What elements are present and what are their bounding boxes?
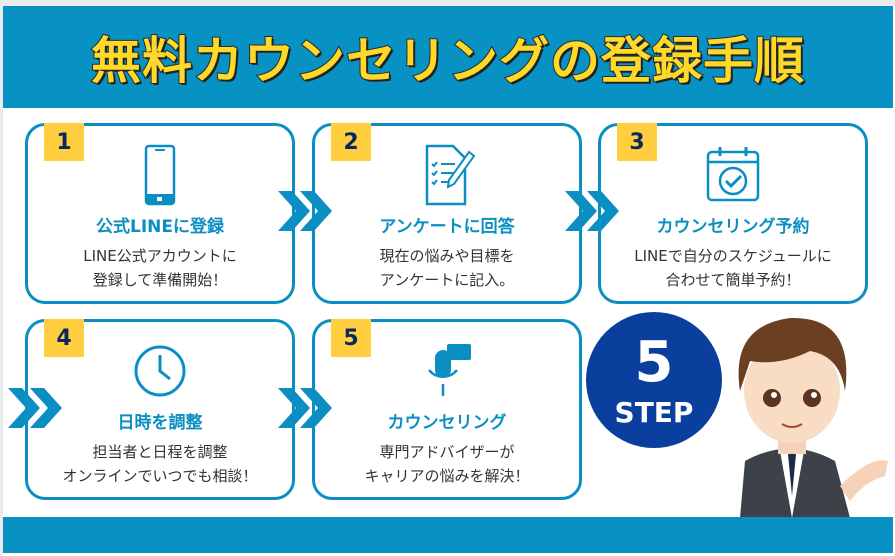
step-description: LINE公式アカウントに登録して準備開始！ bbox=[28, 244, 292, 292]
advisor-illustration bbox=[738, 317, 888, 518]
step-card-3: 3 カウンセリング予約 LINEで自分のスケジュールに合わせて簡単予約！ bbox=[598, 123, 868, 304]
desc-line: LINE公式アカウントに bbox=[83, 247, 237, 265]
desc-line: LINEで自分のスケジュールに bbox=[634, 247, 832, 265]
step-number-badge: 3 bbox=[617, 123, 657, 161]
step-title: 日時を調整 bbox=[117, 413, 203, 433]
step-title: アンケートに回答 bbox=[379, 217, 515, 237]
step-description: 専門アドバイザーがキャリアの悩みを解決！ bbox=[315, 440, 579, 488]
step-card-5: 5 カウンセリング 専門アドバイザーがキャリアの悩みを解決！ bbox=[312, 319, 582, 500]
step-number-badge: 5 bbox=[331, 319, 371, 357]
step-count: 5 bbox=[634, 330, 674, 395]
page-title: 無料カウンセリングの登録手順 bbox=[90, 31, 805, 91]
desc-line: 現在の悩みや目標を bbox=[379, 247, 515, 265]
desc-line: アンケートに記入。 bbox=[379, 271, 515, 289]
calendar-check-icon bbox=[706, 147, 760, 202]
desc-line: オンラインでいつでも相談！ bbox=[62, 467, 258, 485]
step-description: 現在の悩みや目標をアンケートに記入。 bbox=[315, 244, 579, 292]
double-chevron-arrow-icon bbox=[278, 191, 332, 231]
double-chevron-arrow-icon bbox=[565, 191, 619, 231]
desc-line: 合わせて簡単予約！ bbox=[665, 271, 801, 289]
step-title: 公式LINEに登録 bbox=[96, 217, 224, 237]
step-title: カウンセリング予約 bbox=[656, 217, 810, 237]
desc-line: 担当者と日程を調整 bbox=[92, 443, 228, 461]
desc-line: キャリアの悩みを解決！ bbox=[364, 467, 530, 485]
header-banner: 無料カウンセリングの登録手順 bbox=[3, 6, 893, 108]
clock-icon bbox=[134, 345, 186, 397]
desc-line: 専門アドバイザーが bbox=[379, 443, 515, 461]
step-number-badge: 1 bbox=[44, 123, 84, 161]
double-chevron-arrow-icon bbox=[8, 388, 62, 428]
survey-pen-icon bbox=[425, 144, 476, 206]
desc-line: 登録して準備開始！ bbox=[92, 271, 228, 289]
five-step-badge: 5 STEP bbox=[586, 312, 722, 448]
step-description: LINEで自分のスケジュールに合わせて簡単予約！ bbox=[601, 244, 865, 292]
smartphone-icon bbox=[144, 144, 176, 206]
footer-bar bbox=[3, 517, 893, 553]
step-number-badge: 4 bbox=[44, 319, 84, 357]
step-label: STEP bbox=[614, 396, 694, 429]
step-number-badge: 2 bbox=[331, 123, 371, 161]
step-card-2: 2 アンケートに回答 現在の悩みや目標をアンケートに記入。 bbox=[312, 123, 582, 304]
step-description: 担当者と日程を調整オンラインでいつでも相談！ bbox=[28, 440, 292, 488]
step-card-1: 1 公式LINEに登録 LINE公式アカウントに登録して準備開始！ bbox=[25, 123, 295, 304]
double-chevron-arrow-icon bbox=[278, 388, 332, 428]
step-card-4: 4 日時を調整 担当者と日程を調整オンラインでいつでも相談！ bbox=[25, 319, 295, 500]
chat-microphone-icon bbox=[428, 344, 471, 396]
step-title: カウンセリング bbox=[387, 413, 507, 433]
